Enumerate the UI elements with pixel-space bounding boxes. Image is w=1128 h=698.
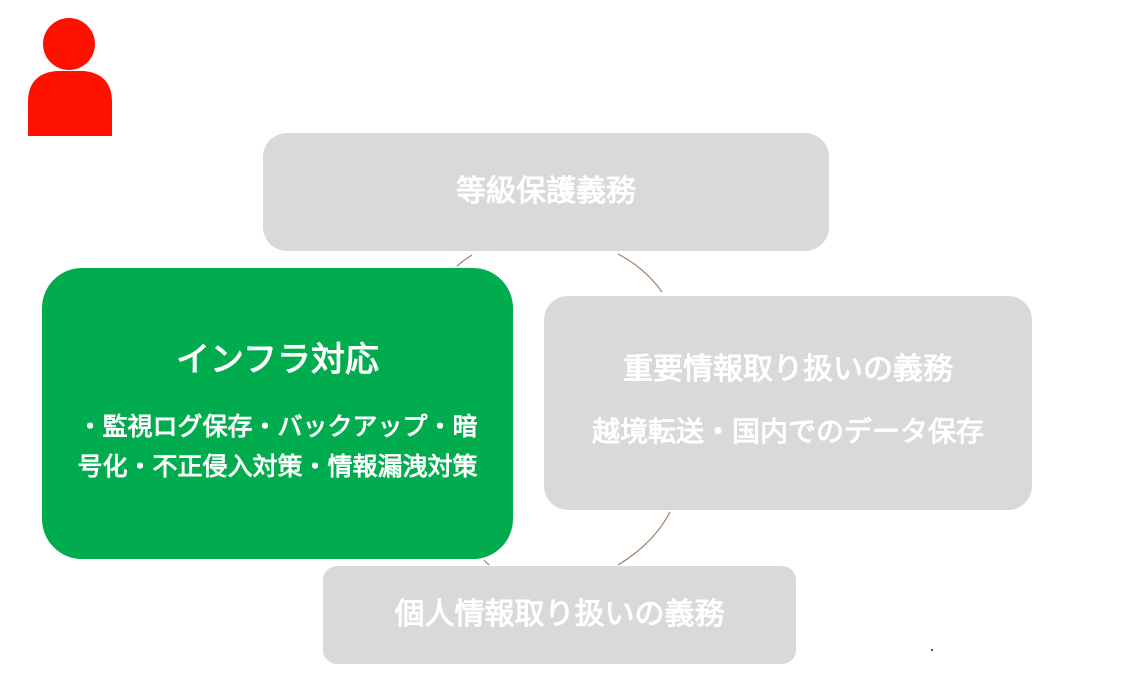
box-title: 個人情報取り扱いの義務 — [394, 597, 725, 632]
arc-bottom-left — [483, 559, 490, 566]
person-icon — [28, 18, 112, 136]
obligation-box-grade-protection: 等級保護義務 — [263, 133, 829, 251]
arc-right-bottom — [617, 511, 671, 566]
box-title: 重要情報取り扱いの義務 — [623, 351, 953, 387]
box-title: インフラ対応 — [176, 340, 379, 381]
obligation-box-important-data: 重要情報取り扱いの義務 越境転送・国内でのデータ保存 — [544, 296, 1032, 510]
obligation-box-personal-info: 個人情報取り扱いの義務 — [323, 566, 796, 664]
box-title: 等級保護義務 — [456, 174, 636, 209]
arc-top-right — [617, 253, 663, 293]
infrastructure-box-active: インフラ対応 ・監視ログ保存・バックアップ・暗号化・不正侵入対策・情報漏洩対策 — [42, 268, 513, 559]
stray-dot — [931, 649, 933, 651]
box-subtitle: ・監視ログ保存・バックアップ・暗号化・不正侵入対策・情報漏洩対策 — [77, 411, 478, 481]
box-subtitle: 越境転送・国内でのデータ保存 — [591, 414, 984, 448]
arc-top-left — [456, 254, 473, 267]
